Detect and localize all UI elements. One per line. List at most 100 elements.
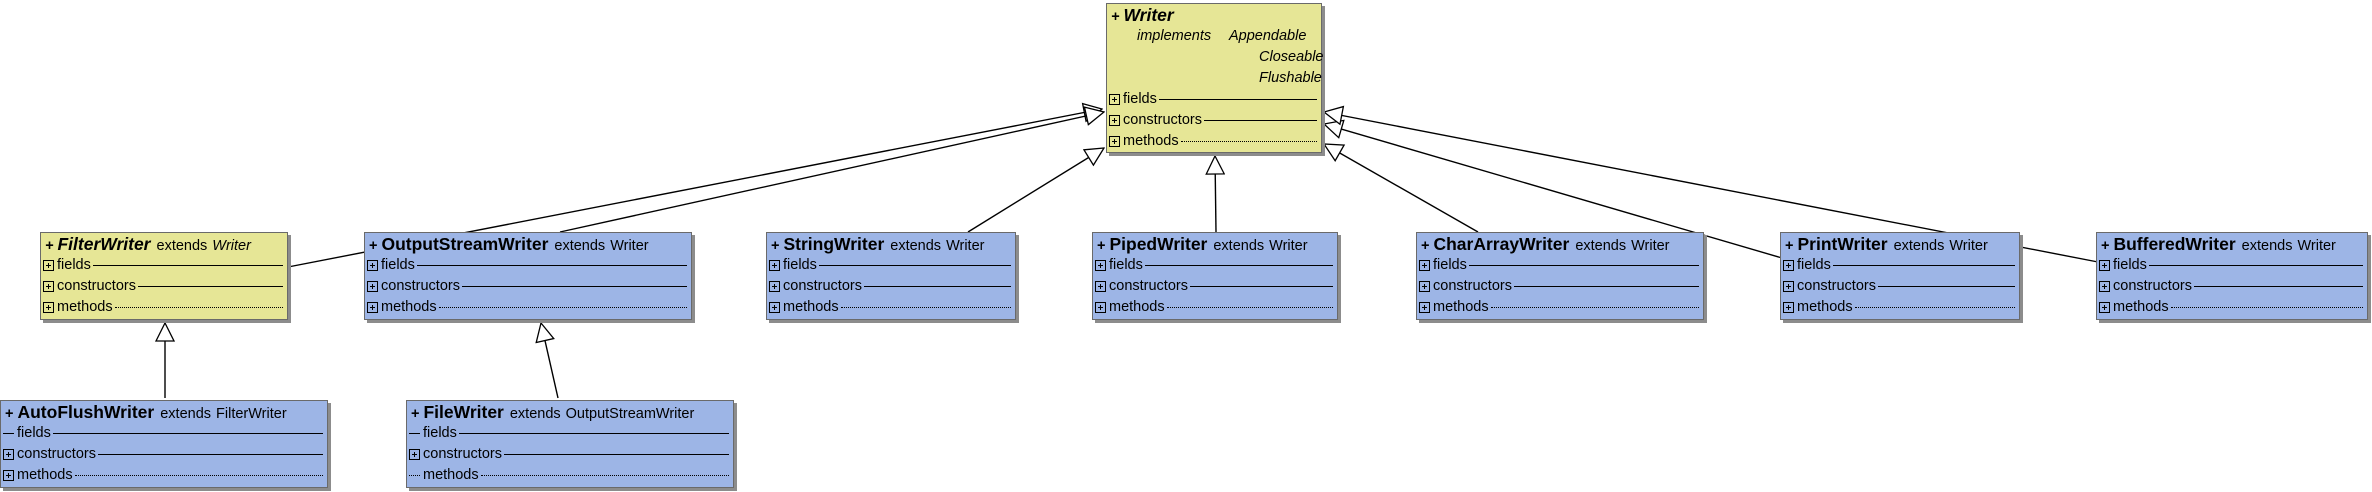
divider (1166, 307, 1333, 308)
expand-icon[interactable] (1783, 281, 1794, 292)
fields-section[interactable]: fields (1417, 255, 1703, 276)
methods-section: methods (407, 465, 733, 486)
expand-icon[interactable] (367, 260, 378, 271)
methods-section[interactable]: methods (1, 465, 327, 486)
fields-section[interactable]: fields (1781, 255, 2019, 276)
methods-section[interactable]: methods (2097, 297, 2367, 318)
expand-icon[interactable] (1783, 302, 1794, 313)
methods-section[interactable]: methods (767, 297, 1015, 318)
divider (461, 286, 687, 287)
divider (97, 454, 323, 455)
constructors-section[interactable]: constructors (1417, 276, 1703, 297)
superclass-name: Writer (1269, 238, 1308, 254)
constructors-section[interactable]: constructors (1107, 110, 1321, 131)
public-marker: + (1421, 238, 1430, 254)
expand-icon[interactable] (1109, 94, 1120, 105)
empty-section-marker (409, 433, 420, 434)
expand-icon[interactable] (367, 302, 378, 313)
fields-section: fields (407, 423, 733, 444)
constructors-section[interactable]: constructors (407, 444, 733, 465)
expand-icon[interactable] (43, 260, 54, 271)
class-name: OutputStreamWriter (381, 234, 549, 254)
class-name: AutoFlushWriter (17, 402, 155, 422)
section-label: methods (57, 299, 113, 315)
expand-icon[interactable] (1095, 260, 1106, 271)
constructors-section[interactable]: constructors (1781, 276, 2019, 297)
fields-section[interactable]: fields (365, 255, 691, 276)
section-label: methods (1109, 299, 1165, 315)
divider (114, 307, 283, 308)
methods-section[interactable]: methods (41, 297, 287, 318)
expand-icon[interactable] (1783, 260, 1794, 271)
section-label: methods (1797, 299, 1853, 315)
constructors-section[interactable]: constructors (1093, 276, 1337, 297)
section-label: methods (1433, 299, 1489, 315)
expand-icon[interactable] (1109, 136, 1120, 147)
interface-name: Closeable (1259, 49, 1324, 65)
expand-icon[interactable] (43, 281, 54, 292)
methods-section[interactable]: methods (1781, 297, 2019, 318)
section-label: methods (423, 467, 479, 483)
superclass-name: Writer (1949, 238, 1988, 254)
expand-icon[interactable] (367, 281, 378, 292)
extends-keyword: extends (1575, 238, 1627, 254)
empty-section-marker (3, 433, 14, 434)
constructors-section[interactable]: constructors (365, 276, 691, 297)
superclass-name: Writer (2297, 238, 2336, 254)
fields-section[interactable]: fields (767, 255, 1015, 276)
expand-icon[interactable] (2099, 302, 2110, 313)
methods-section[interactable]: methods (365, 297, 691, 318)
constructors-section[interactable]: constructors (41, 276, 287, 297)
fields-section[interactable]: fields (1107, 89, 1321, 110)
expand-icon[interactable] (3, 449, 14, 460)
superclass-name: Writer (946, 238, 985, 254)
expand-icon[interactable] (43, 302, 54, 313)
expand-icon[interactable] (1419, 302, 1430, 313)
expand-icon[interactable] (409, 449, 420, 460)
section-label: fields (17, 425, 51, 441)
expand-icon[interactable] (1095, 281, 1106, 292)
methods-section[interactable]: methods (1417, 297, 1703, 318)
constructors-section[interactable]: constructors (767, 276, 1015, 297)
methods-section[interactable]: methods (1093, 297, 1337, 318)
public-marker: + (771, 238, 780, 254)
expand-icon[interactable] (2099, 281, 2110, 292)
constructors-section[interactable]: constructors (2097, 276, 2367, 297)
expand-icon[interactable] (1419, 281, 1430, 292)
divider (818, 265, 1011, 266)
divider (1490, 307, 1699, 308)
methods-section[interactable]: methods (1107, 131, 1321, 152)
expand-icon[interactable] (769, 260, 780, 271)
expand-icon[interactable] (769, 302, 780, 313)
constructors-section[interactable]: constructors (1, 444, 327, 465)
expand-icon[interactable] (1095, 302, 1106, 313)
expand-icon[interactable] (2099, 260, 2110, 271)
section-label: constructors (1109, 278, 1188, 294)
divider (1854, 307, 2015, 308)
expand-icon[interactable] (1109, 115, 1120, 126)
fields-section[interactable]: fields (1093, 255, 1337, 276)
fields-section[interactable]: fields (2097, 255, 2367, 276)
expand-icon[interactable] (1419, 260, 1430, 271)
divider (1877, 286, 2015, 287)
expand-icon[interactable] (769, 281, 780, 292)
divider (438, 307, 687, 308)
empty-section-marker (409, 475, 420, 476)
divider (1203, 120, 1317, 121)
fields-section[interactable]: fields (41, 255, 287, 276)
section-label: constructors (381, 278, 460, 294)
expand-icon[interactable] (3, 470, 14, 481)
